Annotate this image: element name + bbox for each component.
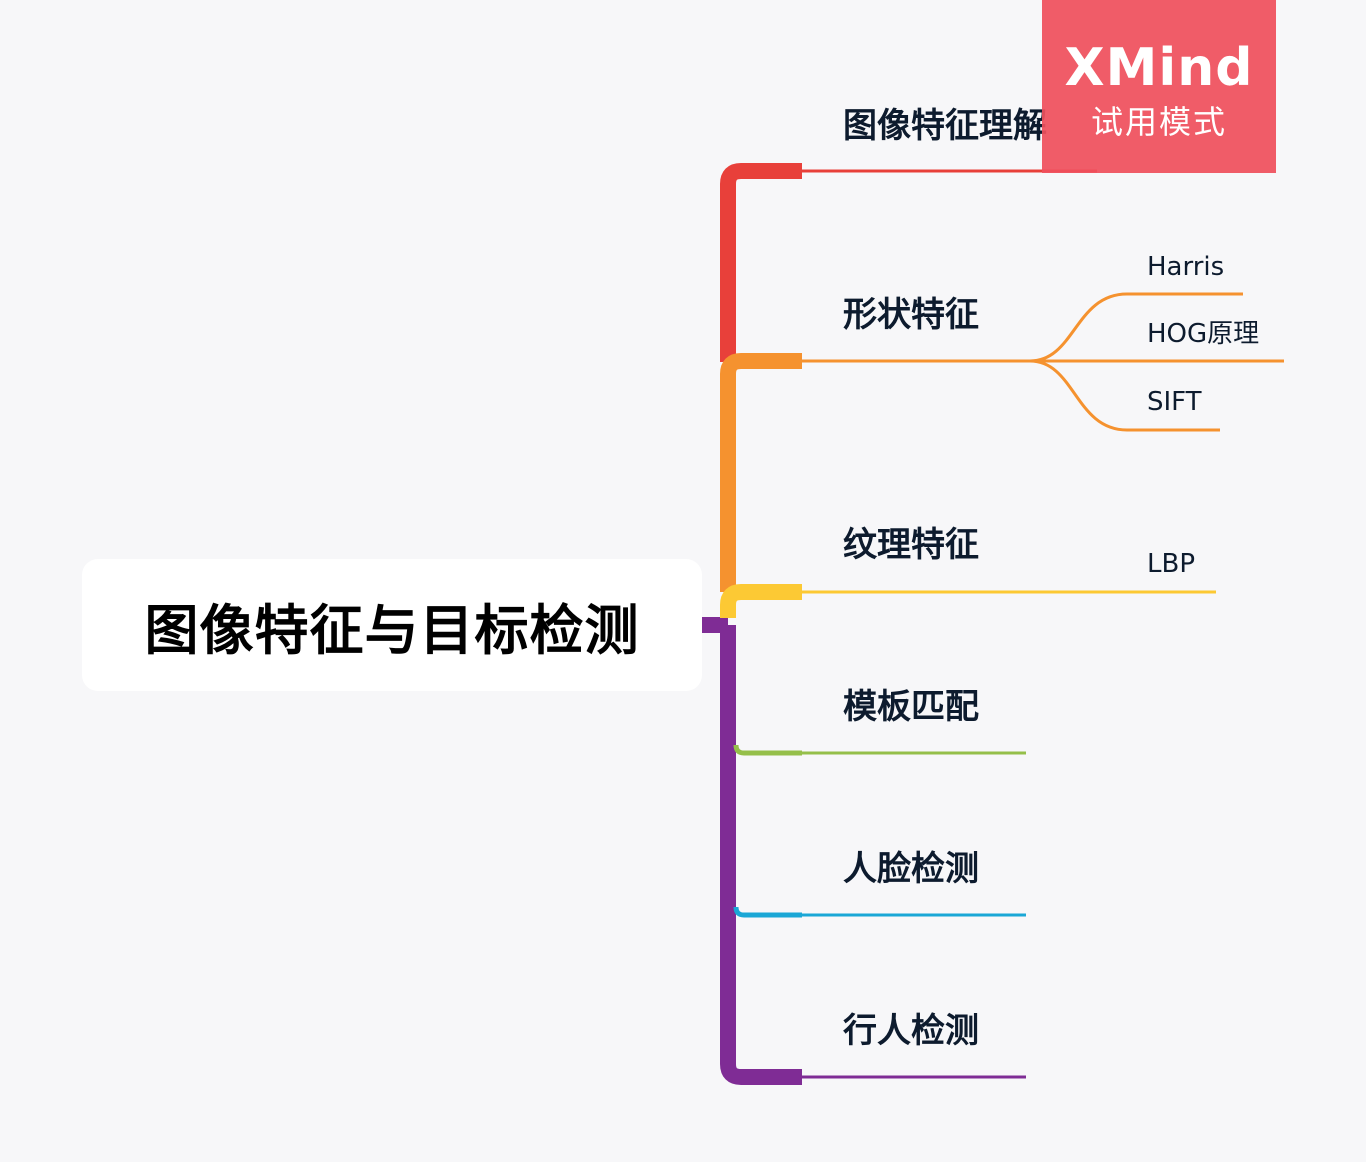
main-topic-texture-features[interactable]: 纹理特征 [843,528,979,562]
subtopic-label: LBP [1147,549,1196,579]
main-topic-label: 人脸检测 [843,849,979,889]
subtopic-label: HOG原理 [1147,319,1260,349]
subtopic-connector-sift [1029,359,1220,432]
main-topic-label: 图像特征理解 [843,106,1047,146]
subtopic-label: SIFT [1147,387,1202,417]
branch-connector-4 [733,906,802,918]
subtopic-label: Harris [1147,252,1225,282]
main-topic-label: 纹理特征 [843,525,979,565]
central-topic-label: 图像特征与目标检测 [144,598,640,662]
branch-connector-2 [720,584,802,618]
subtopic-hog[interactable]: HOG原理 [1147,321,1259,347]
branch-connector-0 [720,163,802,362]
main-topic-label: 形状特征 [843,295,979,335]
branch-connector-3 [733,744,802,756]
subtopic-lbp[interactable]: LBP [1147,551,1195,577]
central-topic[interactable]: 图像特征与目标检测 [82,559,702,691]
main-topic-label: 行人检测 [843,1011,979,1051]
main-topic-shape-features[interactable]: 形状特征 [843,298,979,332]
main-topic-template-matching[interactable]: 模板匹配 [843,690,979,724]
main-topic-face-detection[interactable]: 人脸检测 [843,852,979,886]
trunk-lower [720,625,802,1085]
subtopic-harris[interactable]: Harris [1147,254,1224,280]
trial-watermark: XMind 试用模式 [1042,0,1276,173]
main-topic-image-feature-understanding[interactable]: 图像特征理解 [843,109,1047,143]
watermark-brand: XMind [1064,38,1254,98]
main-topic-pedestrian-detection[interactable]: 行人检测 [843,1014,979,1048]
subtopic-connector-harris [1029,292,1243,363]
branch-connector-1 [720,353,802,592]
main-topic-label: 模板匹配 [843,687,979,727]
watermark-mode: 试用模式 [1090,103,1227,141]
subtopic-sift[interactable]: SIFT [1147,389,1202,415]
